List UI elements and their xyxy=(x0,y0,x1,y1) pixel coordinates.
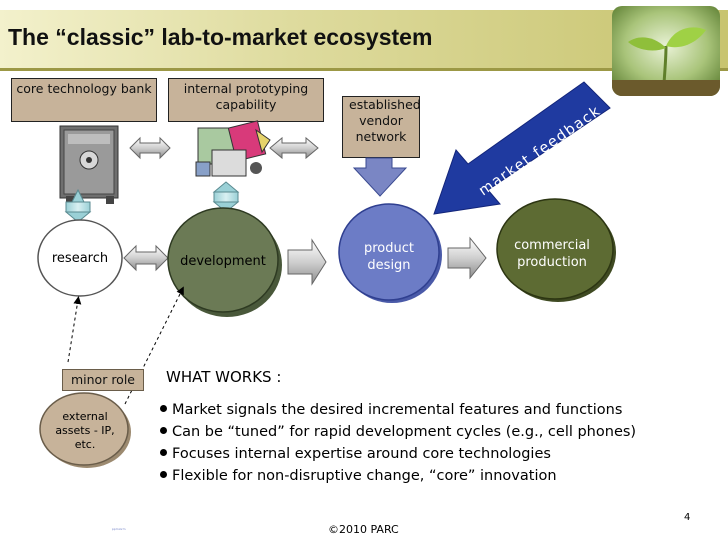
external-assets-circle xyxy=(39,392,129,466)
bullet-dot xyxy=(160,449,167,456)
development-label: development xyxy=(180,254,266,269)
title-rule xyxy=(0,68,728,71)
bullet-text: Can be “tuned” for rapid development cyc… xyxy=(172,424,637,440)
what-works-heading: WHAT WORKS : xyxy=(166,368,282,386)
product-design-circle xyxy=(338,203,440,301)
minor-role-to-research-dotted-arrow xyxy=(67,296,82,363)
research-label: research xyxy=(51,251,109,266)
core-technology-bank-text: core technology bank xyxy=(16,81,152,96)
slide-title: The “classic” lab-to-market ecosystem xyxy=(8,24,433,50)
bullet-text: Flexible for non-disruptive change, “cor… xyxy=(172,468,557,484)
research-circle xyxy=(37,219,123,297)
commercial-production-label: commercial production xyxy=(514,238,590,270)
market-feedback-arrow xyxy=(433,81,611,215)
bullet-text: Market signals the desired incremental f… xyxy=(172,402,623,418)
safe-prototyping-double-arrow xyxy=(129,136,171,160)
what-works-bullet: Market signals the desired incremental f… xyxy=(156,402,622,418)
what-works-bullet: Flexible for non-disruptive change, “cor… xyxy=(156,468,557,484)
seedling-logo-image xyxy=(612,6,720,96)
vendor-down-arrow xyxy=(352,157,408,197)
development-circle xyxy=(167,207,279,313)
established-vendor-label: established vendor network xyxy=(342,96,421,158)
bullet-dot xyxy=(160,427,167,434)
commercial-circle xyxy=(496,198,614,300)
footer-note: ppmiorm xyxy=(112,527,126,531)
prototyping-to-development-arrow xyxy=(212,181,240,213)
title-band xyxy=(0,10,728,68)
development-product-arrow xyxy=(287,238,327,286)
research-development-double-arrow xyxy=(123,244,169,272)
internal-prototyping-label: internal prototyping capability xyxy=(168,78,324,122)
product-commercial-arrow xyxy=(447,236,487,280)
safe-to-research-arrow xyxy=(64,188,92,223)
copyright-notice: ©2010 PARC xyxy=(328,523,399,536)
minor-role-label: minor role xyxy=(62,369,144,391)
bullet-dot xyxy=(160,471,167,478)
external-assets-label: external assets - IP, etc. xyxy=(55,410,115,451)
core-technology-bank-label: core technology bank xyxy=(11,78,157,122)
what-works-bullet: Focuses internal expertise around core t… xyxy=(156,446,551,462)
prototyping-vendor-double-arrow xyxy=(269,136,319,160)
what-works-bullet: Can be “tuned” for rapid development cyc… xyxy=(156,424,636,440)
bullet-text: Focuses internal expertise around core t… xyxy=(172,446,551,462)
bullet-dot xyxy=(160,405,167,412)
established-vendor-text: established vendor network xyxy=(349,97,421,144)
prototyping-collage-icon xyxy=(195,120,271,177)
product-design-label: product design xyxy=(363,241,414,273)
page-number: 4 xyxy=(684,512,691,523)
internal-prototyping-text: internal prototyping capability xyxy=(183,81,309,112)
vault-safe-icon xyxy=(59,125,119,204)
